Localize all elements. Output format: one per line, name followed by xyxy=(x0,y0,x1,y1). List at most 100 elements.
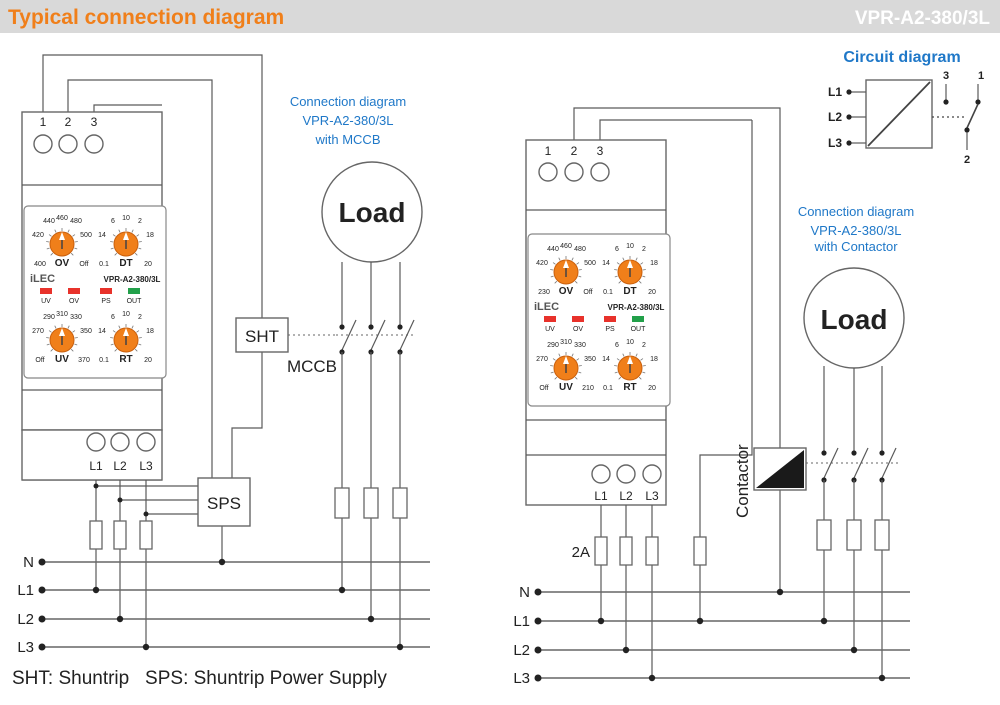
right-ov-scale-label: Off xyxy=(583,289,592,296)
left-ov-label: OV xyxy=(55,258,70,269)
bus-label-l1: L1 xyxy=(513,613,530,630)
right-dt-scale-label: 18 xyxy=(650,260,658,267)
right-top-terminal-screw xyxy=(565,163,583,181)
right-dt-scale-label: 14 xyxy=(602,260,610,267)
circuit-contact-2: 2 xyxy=(964,154,970,166)
left-caption-line-1: Connection diagram xyxy=(290,94,406,109)
right-caption-line-2: VPR-A2-380/3L xyxy=(810,223,901,238)
left-uv-label: UV xyxy=(55,354,69,365)
bus-label-l1: L1 xyxy=(17,582,34,599)
left-control-fuse xyxy=(114,521,126,549)
right-top-terminal-screw xyxy=(591,163,609,181)
left-uv-scale-label: 270 xyxy=(32,328,44,335)
right-bottom-terminal-screw xyxy=(643,465,661,483)
right-rt-scale-label: 0.1 xyxy=(603,385,613,392)
left-led-label: UV xyxy=(41,298,51,305)
right-brand-logo: iLEC xyxy=(534,301,559,313)
left-bottom-terminal-label-l3: L3 xyxy=(139,459,153,473)
left-ov-scale-label: Off xyxy=(79,261,88,268)
left-led-label: OUT xyxy=(127,298,143,305)
left-bottom-terminal-screw xyxy=(137,433,155,451)
left-led-uv xyxy=(40,288,52,294)
left-rt-scale-label: 20 xyxy=(144,357,152,364)
left-dt-scale-label: 14 xyxy=(98,232,106,239)
left-uv-scale-label: 330 xyxy=(70,314,82,321)
left-uv-scale-label: 350 xyxy=(80,328,92,335)
bus-label-l3: L3 xyxy=(17,639,34,656)
right-uv-scale-label: 350 xyxy=(584,356,596,363)
right-top-terminal-label-2: 2 xyxy=(571,144,578,158)
left-rt-scale-label: 18 xyxy=(146,328,154,335)
right-ov-scale-label: 230 xyxy=(538,289,550,296)
right-ov-scale-label: 480 xyxy=(574,246,586,253)
left-dt-scale-label: 0.1 xyxy=(99,261,109,268)
left-ov-scale-label: 500 xyxy=(80,232,92,239)
left-dt-scale-label: 10 xyxy=(122,215,130,222)
right-caption-line-3: with Contactor xyxy=(813,239,898,254)
left-top-terminal-screw xyxy=(59,135,77,153)
left-legend: SHT: Shuntrip SPS: Shuntrip Power Supply xyxy=(12,668,387,689)
left-bottom-terminal-screw xyxy=(111,433,129,451)
right-dt-scale-label: 2 xyxy=(642,246,646,253)
circuit-diagram-title: Circuit diagram xyxy=(843,49,960,66)
right-uv-scale-label: 290 xyxy=(547,342,559,349)
model-number: VPR-A2-380/3L xyxy=(855,8,991,29)
right-led-label: PS xyxy=(605,326,615,333)
right-dt-label: DT xyxy=(623,286,636,297)
right-dt-scale-label: 6 xyxy=(615,246,619,253)
right-load-label: Load xyxy=(821,304,888,335)
left-rt-scale-label: 2 xyxy=(138,314,142,321)
sht-label: SHT xyxy=(245,327,279,346)
contactor-label: Contactor xyxy=(733,444,752,518)
wire-terminal-3 xyxy=(94,105,162,112)
right-top-terminal-label-1: 1 xyxy=(545,144,552,158)
left-caption-line-2: VPR-A2-380/3L xyxy=(302,113,393,128)
right-ov-scale-label: 500 xyxy=(584,260,596,267)
right-rt-scale-label: 20 xyxy=(648,385,656,392)
right-rt-scale-label: 14 xyxy=(602,356,610,363)
bus-label-n: N xyxy=(23,554,34,571)
left-led-ps xyxy=(100,288,112,294)
right-uv-scale-label: 270 xyxy=(536,356,548,363)
right-led-label: OV xyxy=(573,326,583,333)
left-brand-logo: iLEC xyxy=(30,273,55,285)
left-led-ov xyxy=(68,288,80,294)
circuit-input-l2: L2 xyxy=(828,110,842,124)
fuse-rating-label: 2A xyxy=(572,544,590,561)
right-uv-label: UV xyxy=(559,382,573,393)
left-load-label: Load xyxy=(339,197,406,228)
right-rt-label: RT xyxy=(623,382,636,393)
left-rt-label: RT xyxy=(119,354,132,365)
left-led-out xyxy=(128,288,140,294)
right-led-ov xyxy=(572,316,584,322)
left-relay-model: VPR-A2-380/3L xyxy=(104,275,161,284)
left-dt-scale-label: 6 xyxy=(111,218,115,225)
right-dt-scale-label: 10 xyxy=(626,243,634,250)
circuit-contact-1: 1 xyxy=(978,70,984,82)
left-dt-scale-label: 2 xyxy=(138,218,142,225)
right-bottom-terminal-label-l1: L1 xyxy=(594,489,608,503)
left-dt-label: DT xyxy=(119,258,132,269)
left-top-terminal-label-3: 3 xyxy=(91,115,98,129)
right-bottom-terminal-screw xyxy=(592,465,610,483)
page-title: Typical connection diagram xyxy=(8,6,284,29)
right-rt-scale-label: 10 xyxy=(626,339,634,346)
right-uv-scale-label: 310 xyxy=(560,339,572,346)
right-led-out xyxy=(632,316,644,322)
left-top-terminal-label-1: 1 xyxy=(40,115,47,129)
circuit-diagram: Circuit diagram L1 L2 L3 3 1 2 xyxy=(828,49,984,166)
left-uv-scale-label: 370 xyxy=(78,357,90,364)
left-led-label: OV xyxy=(69,298,79,305)
left-dt-scale-label: 20 xyxy=(144,261,152,268)
left-ov-scale-label: 440 xyxy=(43,218,55,225)
right-top-terminal-label-3: 3 xyxy=(597,144,604,158)
bus-label-n: N xyxy=(519,584,530,601)
left-top-terminal-screw xyxy=(85,135,103,153)
right-uv-scale-label: 330 xyxy=(574,342,586,349)
bus-label-l2: L2 xyxy=(513,642,530,659)
circuit-contact-3: 3 xyxy=(943,70,949,82)
left-rt-scale-label: 6 xyxy=(111,314,115,321)
